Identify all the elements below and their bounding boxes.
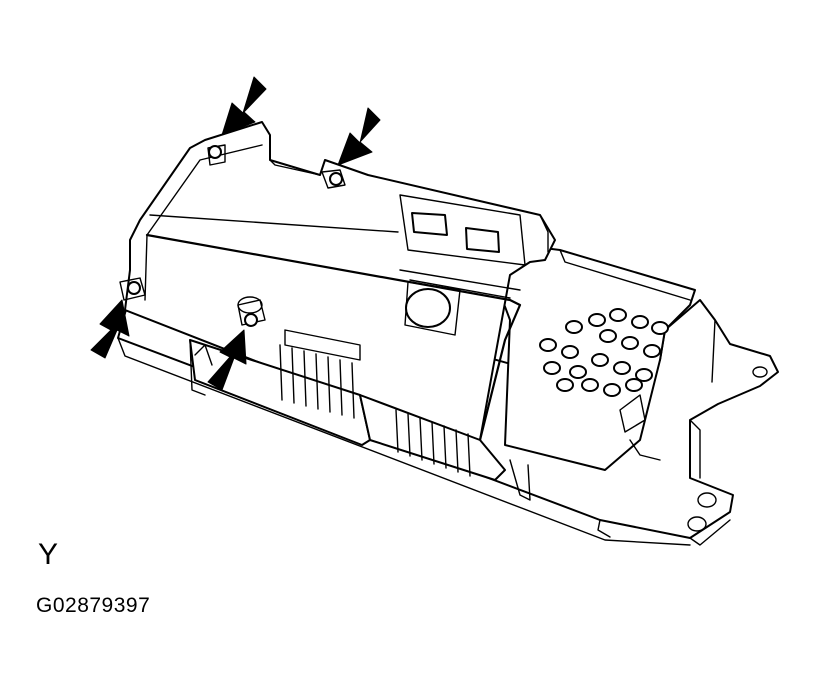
screw-front [244, 313, 258, 327]
arrow-top-left [221, 76, 267, 136]
connector-ribs [189, 329, 531, 501]
arrow-front [207, 329, 247, 391]
view-label: Y [38, 538, 59, 571]
screw-top-left [208, 145, 222, 159]
arrow-side-left [90, 299, 130, 359]
board-contact-pins [539, 308, 669, 397]
rear-circuit-board [479, 239, 696, 471]
arrow-top-right [337, 107, 381, 166]
figure-code: G02879397 [36, 594, 151, 617]
screw-arrows [90, 76, 381, 391]
meter-housing [119, 121, 556, 446]
connector-socket-right [465, 227, 500, 253]
screw-top-right [329, 172, 343, 186]
screw-side-left [127, 281, 141, 295]
connector-socket-left [411, 212, 448, 236]
